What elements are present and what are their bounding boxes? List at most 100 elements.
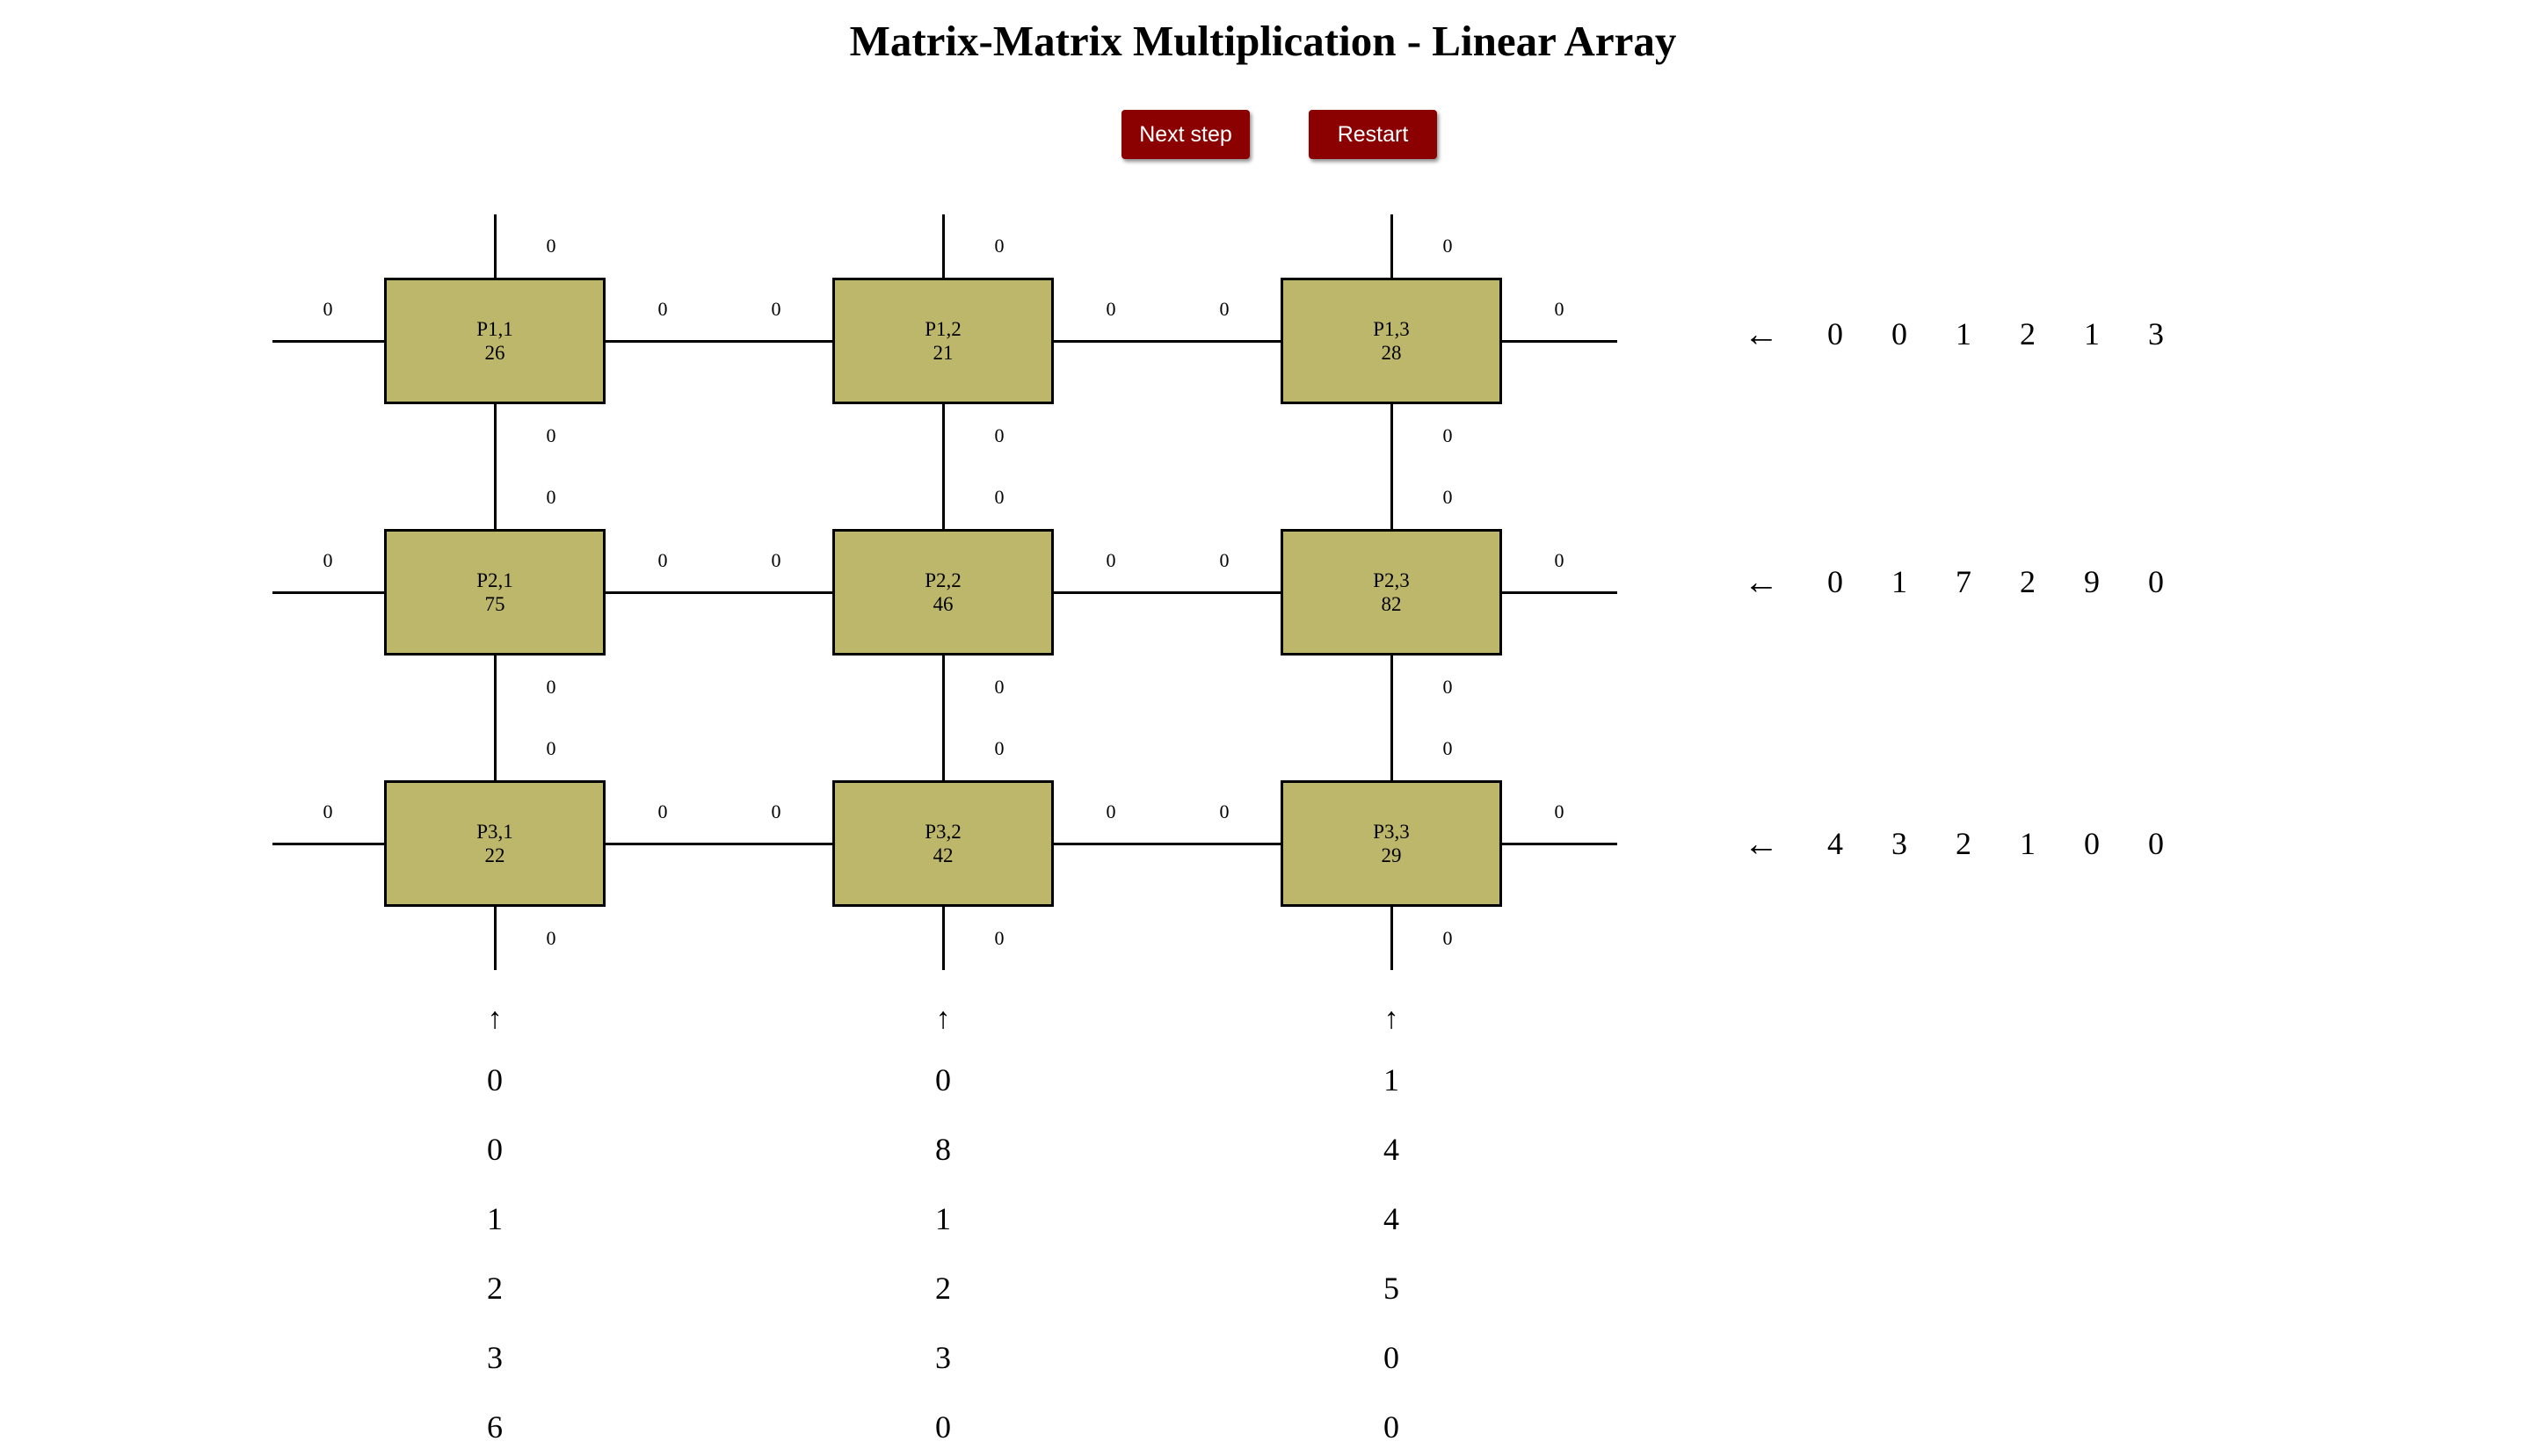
- port-top-value: 0: [546, 486, 556, 508]
- left-arrow-icon: ←: [1744, 823, 1779, 864]
- up-arrow-icon: ↑: [487, 1003, 503, 1035]
- column-input-value: 2: [487, 1271, 503, 1306]
- row-input-value: 0: [1827, 316, 1843, 351]
- processor-value: 22: [484, 844, 505, 866]
- processor-value: 29: [1381, 844, 1402, 866]
- port-right-value: 0: [1106, 549, 1116, 571]
- column-input-value: 0: [935, 1409, 951, 1445]
- next-step-button[interactable]: Next step: [1121, 110, 1250, 159]
- row-input-value: 4: [1827, 826, 1843, 861]
- up-arrow-icon: ↑: [1383, 1003, 1399, 1035]
- processor-value: 21: [933, 342, 954, 364]
- port-left-value: 0: [323, 298, 333, 320]
- column-input-value: 0: [487, 1132, 503, 1167]
- restart-button[interactable]: Restart: [1309, 110, 1437, 159]
- port-left-value: 0: [771, 549, 781, 571]
- processor-label: P2,1: [476, 569, 513, 591]
- row-input-value: 1: [2084, 316, 2100, 351]
- port-right-value: 0: [1106, 800, 1116, 822]
- port-bottom-value: 0: [546, 927, 556, 949]
- processor-label: P3,2: [925, 821, 962, 843]
- processor-label: P3,3: [1373, 821, 1410, 843]
- row-input-value: 2: [2020, 316, 2036, 351]
- port-bottom-value: 0: [994, 424, 1005, 446]
- processor-label: P3,1: [476, 821, 513, 843]
- column-input-value: 3: [935, 1340, 951, 1375]
- column-input-value: 0: [487, 1062, 503, 1097]
- left-arrow-icon: ←: [1744, 561, 1779, 602]
- port-top-value: 0: [546, 737, 556, 759]
- page-title: Matrix-Matrix Multiplication - Linear Ar…: [849, 17, 1677, 65]
- column-input-value: 5: [1383, 1271, 1399, 1306]
- column-input-value: 2: [935, 1271, 951, 1306]
- port-right-value: 0: [1554, 549, 1564, 571]
- processor-label: P2,3: [1373, 569, 1410, 591]
- port-top-value: 0: [1442, 737, 1453, 759]
- port-top-value: 0: [1442, 486, 1453, 508]
- port-left-value: 0: [323, 549, 333, 571]
- processor-label: P1,3: [1373, 318, 1410, 340]
- column-input-value: 1: [935, 1201, 951, 1236]
- column-input-value: 3: [487, 1340, 503, 1375]
- port-bottom-value: 0: [994, 927, 1005, 949]
- column-input-value: 4: [1383, 1132, 1399, 1167]
- column-input-value: 1: [487, 1201, 503, 1236]
- port-right-value: 0: [1554, 800, 1564, 822]
- row-input-value: 1: [1891, 564, 1907, 599]
- column-input-value: 4: [1383, 1201, 1399, 1236]
- port-bottom-value: 0: [1442, 927, 1453, 949]
- up-arrow-icon: ↑: [935, 1003, 951, 1035]
- column-input-value: 0: [935, 1062, 951, 1097]
- port-right-value: 0: [657, 549, 668, 571]
- port-left-value: 0: [1219, 549, 1230, 571]
- port-top-value: 0: [994, 737, 1005, 759]
- processor-label: P1,2: [925, 318, 962, 340]
- column-input-value: 0: [1383, 1409, 1399, 1445]
- row-input-value: 2: [2020, 564, 2036, 599]
- row-input-value: 0: [2148, 826, 2164, 861]
- row-input-value: 1: [2020, 826, 2036, 861]
- processor-value: 26: [484, 342, 505, 364]
- row-input-value: 3: [2148, 316, 2164, 351]
- row-input-value: 1: [1956, 316, 1971, 351]
- port-right-value: 0: [657, 800, 668, 822]
- processor-value: 46: [933, 593, 954, 615]
- processor-value: 28: [1381, 342, 1402, 364]
- port-right-value: 0: [1106, 298, 1116, 320]
- column-input-value: 8: [935, 1132, 951, 1167]
- port-bottom-value: 0: [546, 424, 556, 446]
- port-left-value: 0: [771, 800, 781, 822]
- port-right-value: 0: [657, 298, 668, 320]
- port-right-value: 0: [1554, 298, 1564, 320]
- column-input-value: 0: [1383, 1340, 1399, 1375]
- processor-label: P1,1: [476, 318, 513, 340]
- processor-value: 82: [1381, 593, 1402, 615]
- port-bottom-value: 0: [1442, 676, 1453, 698]
- port-top-value: 0: [994, 235, 1005, 257]
- port-bottom-value: 0: [546, 676, 556, 698]
- row-input-value: 2: [1956, 826, 1971, 861]
- processor-label: P2,2: [925, 569, 962, 591]
- port-left-value: 0: [1219, 800, 1230, 822]
- left-arrow-icon: ←: [1744, 314, 1779, 354]
- port-top-value: 0: [1442, 235, 1453, 257]
- row-input-value: 0: [1891, 316, 1907, 351]
- processor-value: 75: [484, 593, 505, 615]
- port-left-value: 0: [323, 800, 333, 822]
- port-top-value: 0: [546, 235, 556, 257]
- column-input-value: 1: [1383, 1062, 1399, 1097]
- row-input-value: 0: [1827, 564, 1843, 599]
- port-top-value: 0: [994, 486, 1005, 508]
- row-input-value: 3: [1891, 826, 1907, 861]
- column-input-value: 6: [487, 1409, 503, 1445]
